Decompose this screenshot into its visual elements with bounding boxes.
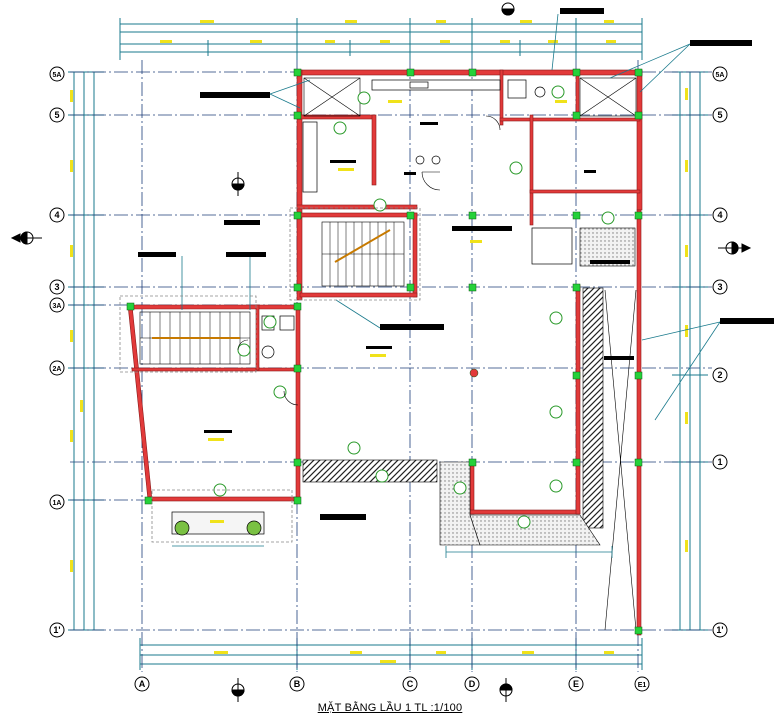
grid-label-1p: 1' [53,625,60,635]
side-counter [302,121,318,193]
stair-left [139,311,251,365]
right-dimension-chains [672,71,708,631]
hatch-strips [302,227,636,546]
grid-label-5: 5 [54,110,59,120]
column-bubbles [134,676,650,692]
room-name-bars [204,122,596,433]
grid-bubble-d [464,676,480,692]
top-dimension-labels [160,20,616,43]
balcony-hatch-bottom [302,459,438,483]
grid-bubble-e1 [634,676,650,692]
walls [127,69,643,636]
room-tags [208,100,567,523]
wc-fixture-top [507,79,527,99]
level-tags [213,85,615,529]
bathtub [531,227,573,265]
row-bubbles-right [712,66,728,638]
grid-label-3-right: 3 [717,282,722,292]
grid-label-1a: 1A [53,500,62,507]
gas-hob-1 [415,155,425,165]
row-bubble-labels-right: 5A 5 4 3 2 1 1' [716,72,725,635]
right-dimension-labels [685,88,688,552]
grid-label-5-right: 5 [717,110,722,120]
kitchen-counter [371,79,501,91]
annotation-boxes [138,8,774,520]
section-marker-mid [231,172,245,196]
plant-right [246,520,262,536]
doors [237,115,501,406]
column-bubble-labels: A B C D E E1 [139,679,647,689]
grid-bubble-b [289,676,305,692]
grid-label-b: B [294,679,301,689]
grid-label-1p-right: 1' [716,625,723,635]
grid-label-3: 3 [54,282,59,292]
section-markers [10,2,752,702]
planter-bottom [469,514,601,546]
grid-label-c: C [407,679,414,689]
toilet-left [261,345,275,359]
structural-grid [70,60,712,672]
grid-label-e1: E1 [638,682,647,689]
grid-label-3a: 3A [53,303,62,310]
section-marker-top [501,2,515,16]
row-bubble-labels-left: 5A 5 4 3 3A 2A 1A 1' [53,72,62,635]
section-marker-bottom-left [231,678,245,702]
balcony-dims [119,207,613,558]
grid-label-5a-right: 5A [716,72,725,79]
left-dimension-chains [68,71,104,631]
grid-bubble-a [134,676,150,692]
grid-label-4: 4 [54,210,59,220]
columns [126,68,643,635]
row-bubbles-left [49,66,65,638]
grid-bubble-e [568,676,584,692]
grid-label-d: D [469,679,476,689]
grid-label-a: A [139,679,146,689]
planter-right [579,227,636,267]
section-marker-bottom-right [499,678,513,702]
grid-label-4-right: 4 [717,210,722,220]
gas-hob-2 [431,155,441,165]
grid-label-5a: 5A [53,72,62,79]
grid-bubble-c [402,676,418,692]
kitchen-sink [409,81,429,89]
bottom-dimension-labels [214,651,614,663]
section-marker-left [10,231,42,245]
annotations [181,13,721,421]
left-dimension-labels [70,90,83,572]
grid-label-e: E [573,679,579,689]
wc-left-2 [279,315,295,331]
top-dimension-chains [119,18,643,60]
grid-label-2-right: 2 [717,370,722,380]
section-marker-right [718,241,752,255]
stair-main [321,221,405,287]
balcony-hatch-right [582,287,604,529]
drawing-caption: MẶT BẰNG LẦU 1 TL :1/100 [317,702,463,714]
grid-label-2a: 2A [53,366,62,373]
grid-label-1-right: 1 [717,457,722,467]
toilet-top [534,86,546,98]
plant-left [174,520,190,536]
